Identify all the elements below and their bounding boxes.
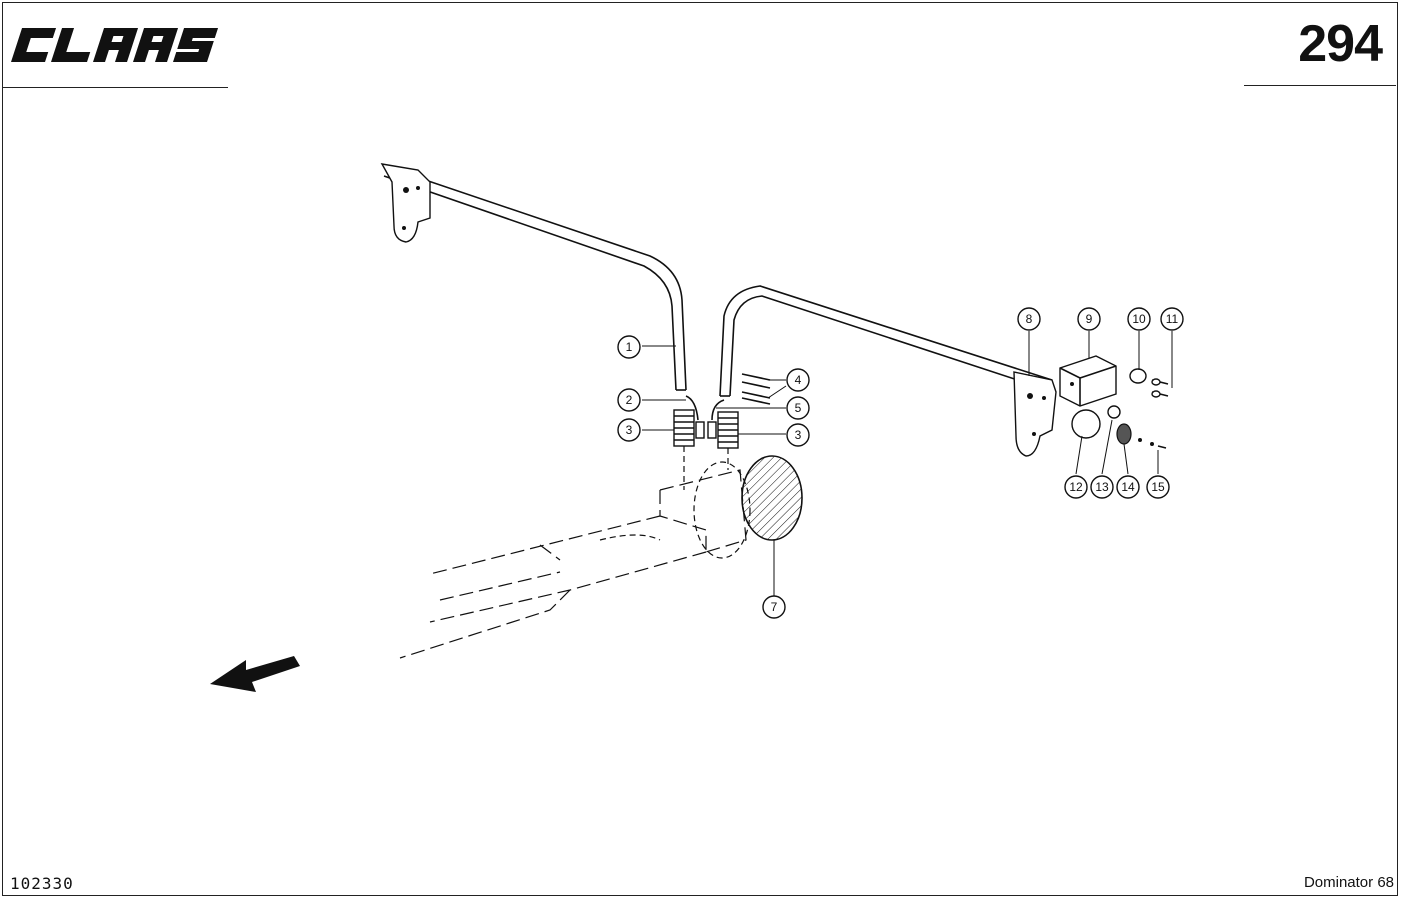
callout-4: 4 bbox=[786, 368, 810, 392]
spring-right bbox=[717, 411, 739, 449]
callout-15: 15 bbox=[1146, 475, 1170, 499]
callout-10: 10 bbox=[1127, 307, 1151, 331]
svg-text:9: 9 bbox=[1086, 312, 1093, 326]
callout-1: 1 bbox=[617, 335, 641, 359]
logo-underline bbox=[2, 87, 228, 88]
spring-left bbox=[673, 409, 695, 447]
svg-text:12: 12 bbox=[1069, 480, 1083, 494]
svg-text:2: 2 bbox=[626, 393, 633, 407]
callout-12: 12 bbox=[1064, 475, 1088, 499]
callout-2: 2 bbox=[617, 388, 641, 412]
svg-text:15: 15 bbox=[1151, 480, 1165, 494]
right-hoop-bar bbox=[719, 285, 1057, 457]
page-number: 294 bbox=[1298, 15, 1383, 73]
travel-direction-arrow bbox=[210, 656, 300, 692]
callout-11: 11 bbox=[1160, 307, 1184, 331]
callout-7: 7 bbox=[762, 595, 786, 619]
svg-text:7: 7 bbox=[771, 600, 778, 614]
svg-text:10: 10 bbox=[1132, 312, 1146, 326]
callout-3-left: 3 bbox=[617, 418, 641, 442]
hatched-plate bbox=[741, 455, 803, 541]
left-hoop-bar bbox=[380, 163, 687, 391]
svg-text:11: 11 bbox=[1166, 312, 1179, 326]
hardware-parts bbox=[1059, 355, 1169, 449]
callout-13: 13 bbox=[1090, 475, 1114, 499]
svg-text:5: 5 bbox=[795, 401, 802, 415]
model-name: Dominator 68 bbox=[1303, 874, 1394, 891]
svg-text:14: 14 bbox=[1121, 480, 1135, 494]
leader-lines bbox=[642, 331, 1173, 596]
callout-9: 9 bbox=[1077, 307, 1101, 331]
callout-8: 8 bbox=[1017, 307, 1041, 331]
svg-text:8: 8 bbox=[1026, 312, 1033, 326]
svg-text:4: 4 bbox=[795, 373, 802, 387]
svg-text:3: 3 bbox=[795, 428, 802, 442]
svg-text:1: 1 bbox=[626, 340, 633, 354]
callout-5: 5 bbox=[786, 396, 810, 420]
page-number-underline bbox=[1244, 85, 1396, 86]
figure-code: 102330 bbox=[10, 874, 74, 893]
pins bbox=[741, 373, 771, 405]
svg-text:3: 3 bbox=[626, 423, 633, 437]
frame-beam-outline bbox=[399, 446, 751, 659]
claas-logo bbox=[11, 28, 219, 62]
svg-text:13: 13 bbox=[1095, 480, 1109, 494]
clip-parts bbox=[685, 395, 725, 439]
callout-14: 14 bbox=[1116, 475, 1140, 499]
callout-3-right: 3 bbox=[786, 423, 810, 447]
